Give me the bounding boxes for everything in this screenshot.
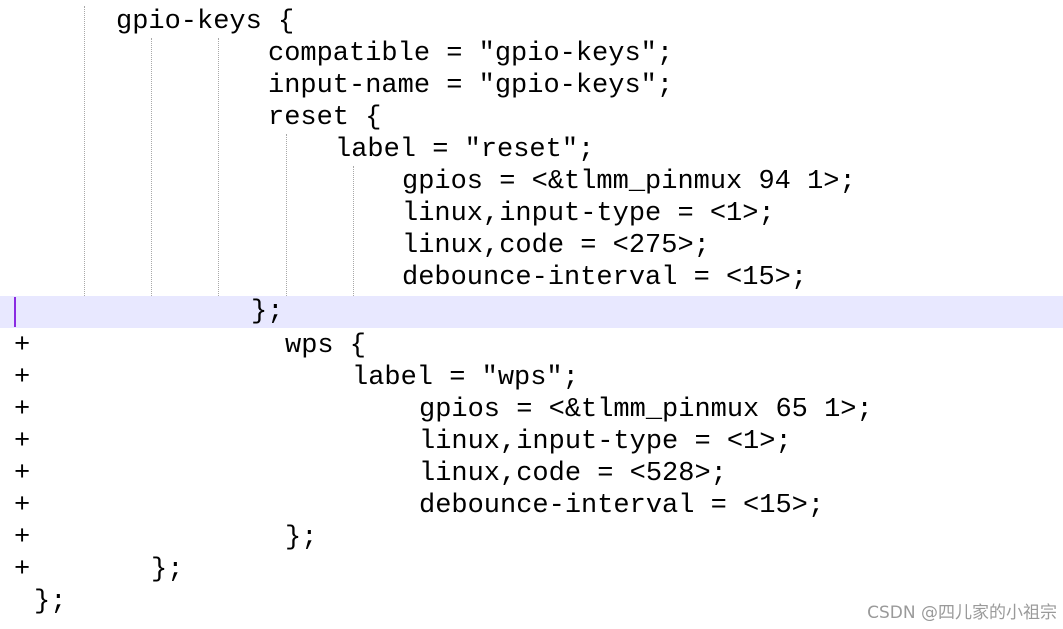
code-text: wps { [285,331,367,361]
diff-marker: + [14,331,31,361]
indent-guide [353,166,354,296]
code-line[interactable]: }; [0,586,1063,618]
code-line[interactable]: + }; [0,522,1063,554]
code-line[interactable]: + label = "wps"; [0,362,1063,394]
diff-marker: + [14,523,31,553]
code-line[interactable]: gpios = <&tlmm_pinmux 94 1>; [0,166,1063,198]
code-line[interactable]: debounce-interval = <15>; [0,262,1063,294]
diff-marker: + [14,395,31,425]
code-text: }; [285,523,318,553]
code-line[interactable]: + gpios = <&tlmm_pinmux 65 1>; [0,394,1063,426]
code-line[interactable]: + debounce-interval = <15>; [0,490,1063,522]
code-text: }; [151,555,184,585]
code-line[interactable]: linux,code = <275>; [0,230,1063,262]
code-text: gpios = <&tlmm_pinmux 65 1>; [419,395,873,425]
indent-guide [218,38,219,328]
indent-guide [286,134,287,296]
code-line[interactable]: + linux,input-type = <1>; [0,426,1063,458]
code-line[interactable]: input-name = "gpio-keys"; [0,70,1063,102]
watermark: CSDN @四儿家的小祖宗 [867,603,1057,623]
code-text: }; [251,297,284,327]
code-text: label = "reset"; [335,135,595,165]
code-line[interactable]: compatible = "gpio-keys"; [0,38,1063,70]
code-line[interactable]: gpio-keys { [0,6,1063,38]
code-text: debounce-interval = <15>; [419,491,825,521]
code-text: reset { [268,103,382,133]
indent-guide [151,38,152,328]
indent-guide [84,6,85,328]
code-text: linux,input-type = <1>; [419,427,792,457]
diff-marker: + [14,363,31,393]
code-text: gpios = <&tlmm_pinmux 94 1>; [402,167,856,197]
current-line[interactable]: }; [0,296,1063,328]
diff-marker: + [14,555,31,585]
code-line[interactable]: label = "reset"; [0,134,1063,166]
code-line[interactable]: + wps { [0,330,1063,362]
code-line[interactable]: + linux,code = <528>; [0,458,1063,490]
diff-marker: + [14,427,31,457]
code-text: linux,code = <528>; [419,459,727,489]
code-text: linux,code = <275>; [402,231,710,261]
diff-marker: + [14,491,31,521]
code-text: gpio-keys { [116,7,295,37]
code-text: label = "wps"; [352,363,579,393]
code-text: linux,input-type = <1>; [402,199,775,229]
code-text: compatible = "gpio-keys"; [268,39,674,69]
code-line[interactable]: + }; [0,554,1063,586]
caret-marker [14,297,16,327]
code-line[interactable]: reset { [0,102,1063,134]
code-text: }; [34,587,67,617]
code-text: debounce-interval = <15>; [402,263,808,293]
code-line[interactable]: linux,input-type = <1>; [0,198,1063,230]
diff-marker: + [14,459,31,489]
code-text: input-name = "gpio-keys"; [268,71,674,101]
